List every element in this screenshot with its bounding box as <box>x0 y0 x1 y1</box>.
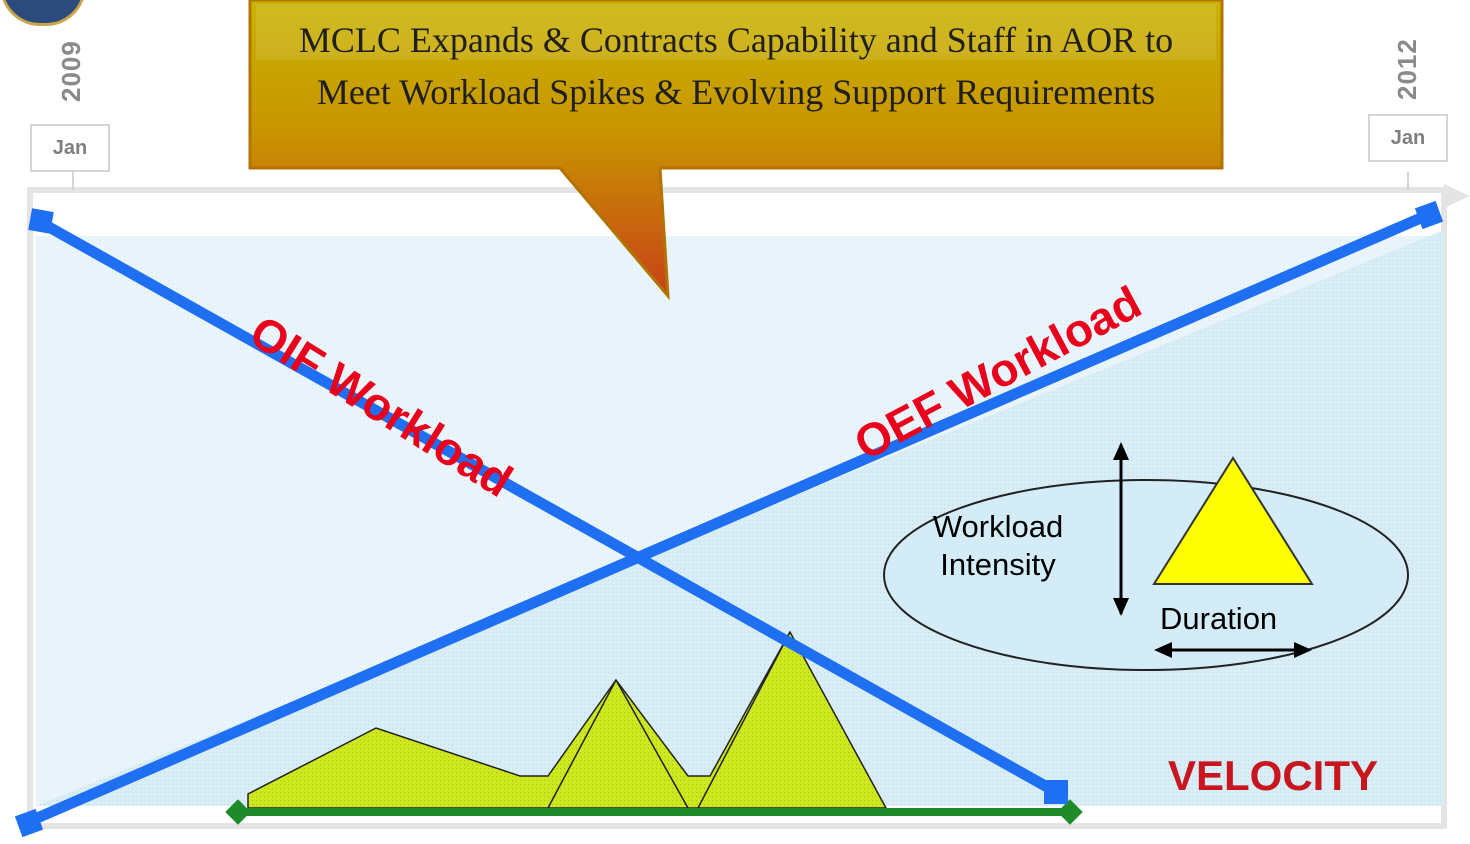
oef-start-marker <box>14 808 44 838</box>
legend-triangle <box>1152 456 1314 585</box>
velocity-label: VELOCITY <box>1168 752 1379 799</box>
workload-intensity-label: Workload Intensity <box>932 509 1064 582</box>
oif-workload-line <box>37 217 1059 797</box>
intensity-arrow-up <box>1113 442 1129 460</box>
callout-bubble <box>248 0 1224 301</box>
start-year-label: 2009 <box>56 40 86 102</box>
oif-start-marker <box>28 208 54 234</box>
oif-end-marker <box>1044 780 1068 804</box>
end-year-label: 2012 <box>1392 38 1422 100</box>
duration-label: Duration <box>1160 601 1278 636</box>
timeline-arrowhead <box>1444 184 1470 208</box>
end-month-label: Jan <box>1368 114 1448 162</box>
spike-divider-2 <box>615 679 689 809</box>
baseline-left-marker <box>225 799 251 825</box>
callout-highlight <box>256 4 1216 60</box>
callout-text: MCLC Expands & Contracts Capability and … <box>298 20 1174 112</box>
start-month-label: Jan <box>30 124 110 172</box>
spike-divider-1 <box>547 679 617 809</box>
duration-arrow-right <box>1294 642 1312 658</box>
duration-arrow-left <box>1154 642 1172 658</box>
spike-divider-3 <box>697 631 791 809</box>
oef-end-marker <box>1414 200 1444 230</box>
intensity-arrow-down <box>1113 598 1129 616</box>
oef-workload-line <box>25 208 1433 828</box>
